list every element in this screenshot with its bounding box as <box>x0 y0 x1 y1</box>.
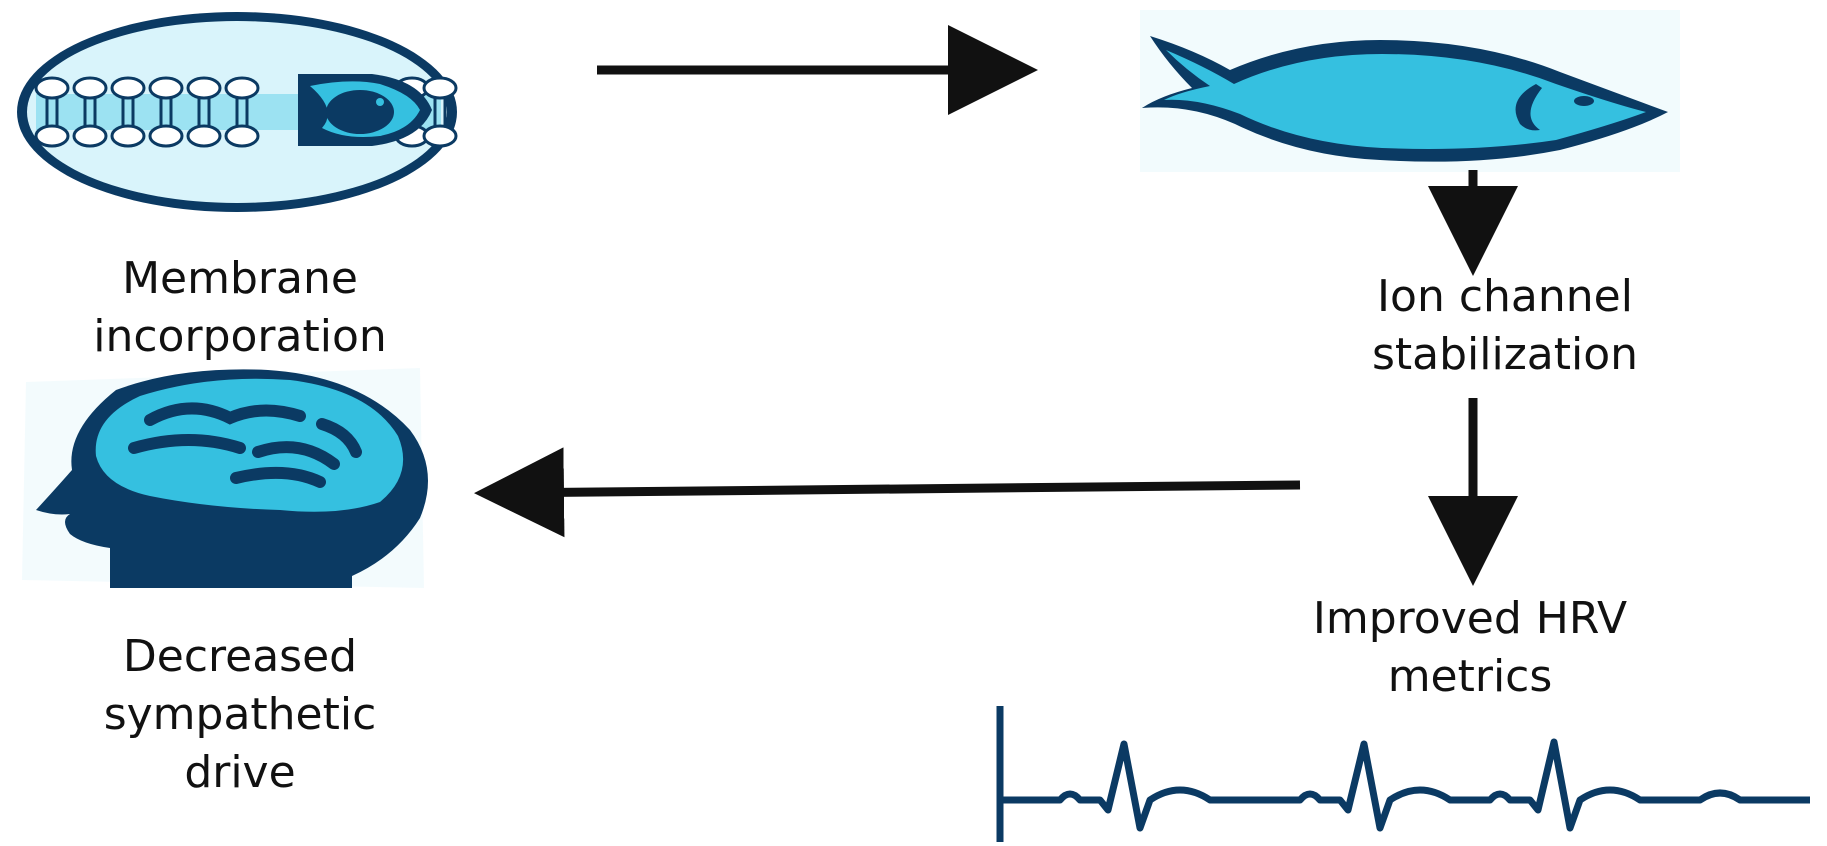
lipid-head <box>186 124 222 148</box>
fish-icon <box>1140 10 1680 172</box>
head-brain-icon <box>22 368 428 588</box>
arrow-hrv-to-brain <box>474 447 1301 538</box>
lipid-head <box>34 124 70 148</box>
lipid-head <box>148 124 184 148</box>
lipid-head <box>422 76 458 100</box>
lipid-head <box>224 124 260 148</box>
lipid-head <box>186 76 222 100</box>
label-membrane-incorporation: Membrane incorporation <box>93 253 387 362</box>
lipid-head <box>224 76 260 100</box>
label-decreased-sympathetic-drive: Decreased sympathetic drive <box>103 631 377 798</box>
lipid-head <box>422 124 458 148</box>
lipid-head <box>148 76 184 100</box>
lipid-head <box>72 76 108 100</box>
lipid-head <box>110 124 146 148</box>
lipid-head <box>34 76 70 100</box>
lipid-head <box>72 124 108 148</box>
label-improved-hrv-metrics: Improved HRV metrics <box>1312 593 1628 702</box>
ecg-trace-icon <box>996 706 1810 842</box>
lipid-head <box>110 76 146 100</box>
lipid-bilayer-with-fish-icon <box>17 12 458 212</box>
label-ion-channel-stabilization: Ion channel stabilization <box>1371 271 1639 380</box>
